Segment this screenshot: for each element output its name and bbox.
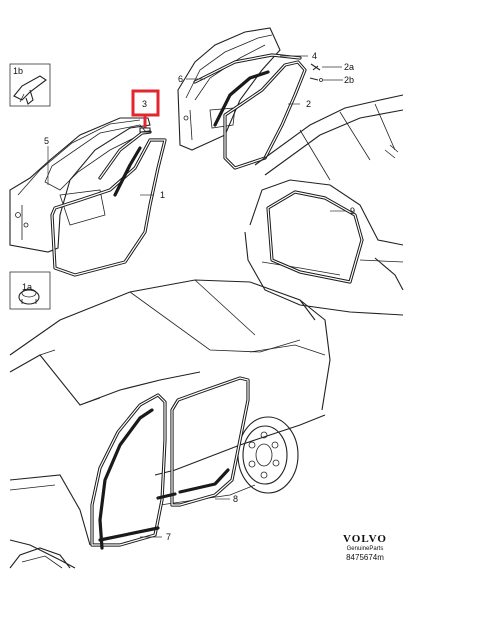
callout-4: 4	[312, 51, 317, 61]
callout-1: 1	[160, 190, 165, 200]
part-3-clip	[131, 89, 160, 133]
front-door-seal	[50, 130, 167, 277]
front-door-opening-seal	[90, 393, 167, 550]
callout-2: 2	[306, 99, 311, 109]
callout-1b: 1b	[13, 66, 23, 76]
leader-lines	[47, 55, 346, 538]
callout-2b: 2b	[344, 75, 354, 85]
car-body-illustration	[9, 279, 331, 569]
callout-1a: 1a	[22, 282, 32, 292]
trunk-illustration	[244, 94, 404, 316]
callout-5: 5	[44, 136, 49, 146]
callout-7: 7	[166, 532, 171, 542]
callout-8: 8	[233, 494, 238, 504]
brand-subtitle: GenuineParts	[346, 546, 384, 552]
inset-1b	[9, 63, 51, 107]
rear-door-seal	[193, 53, 307, 170]
inset-1a	[9, 271, 51, 310]
clip-parts	[309, 63, 323, 82]
callout-6: 6	[178, 74, 183, 84]
trunk-seal	[266, 190, 364, 284]
front-door-illustration	[9, 117, 151, 253]
callout-9: 9	[350, 206, 355, 216]
brand-logo: VOLVO	[343, 533, 387, 545]
diagram-code: 8475674m	[346, 553, 384, 562]
rear-door-opening-seal	[98, 376, 250, 542]
callout-2a: 2a	[344, 62, 354, 72]
volvo-brand-block: VOLVO GenuineParts 8475674m	[330, 533, 400, 562]
callout-3: 3	[142, 99, 147, 109]
wheel-spokes	[248, 431, 280, 479]
